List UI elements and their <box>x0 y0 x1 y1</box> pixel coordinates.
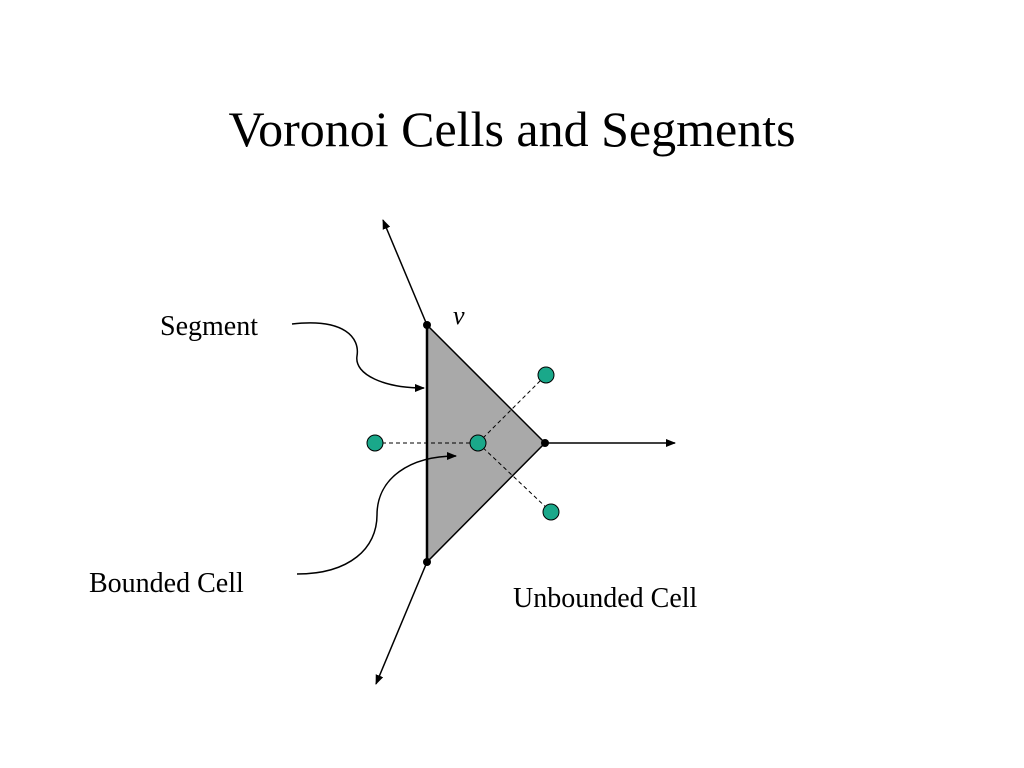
slide-title: Voronoi Cells and Segments <box>228 101 796 157</box>
site-point <box>542 503 560 521</box>
site-point-bounded <box>469 434 487 452</box>
segment-label: Segment <box>160 311 258 342</box>
site-point <box>537 366 555 384</box>
ray-down <box>375 561 428 685</box>
unbounded-cell-label: Unbounded Cell <box>513 583 698 614</box>
dashed-connector <box>477 374 547 444</box>
dashed-connector <box>477 442 552 513</box>
vertex-point <box>423 558 431 566</box>
site-point <box>366 434 384 452</box>
ray-up <box>382 219 428 326</box>
segment-callout-arrow <box>291 322 425 392</box>
bounded-cell-callout-arrow <box>296 452 457 575</box>
vertex-label-v: v <box>453 301 465 330</box>
vertex-point-v <box>423 321 431 329</box>
bounded-cell-label: Bounded Cell <box>89 568 244 599</box>
vertex-point <box>541 439 549 447</box>
